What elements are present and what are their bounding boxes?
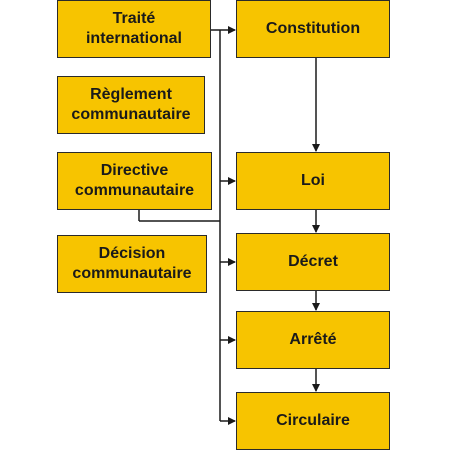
- box-constitution: Constitution: [236, 0, 390, 58]
- label-reglement-communautaire: Règlement communautaire: [71, 86, 191, 123]
- box-decret: Décret: [236, 233, 390, 291]
- box-reglement-communautaire: Règlement communautaire: [57, 76, 205, 134]
- label-traite-international: Traité international: [85, 10, 182, 47]
- label-directive-communautaire: Directive communautaire: [74, 162, 195, 199]
- label-decret: Décret: [288, 253, 338, 270]
- box-loi: Loi: [236, 152, 390, 210]
- label-circulaire: Circulaire: [276, 412, 350, 429]
- label-decision-communautaire: Décision communautaire: [72, 245, 192, 282]
- box-traite-international: Traité international: [57, 0, 211, 58]
- box-arrete: Arrêté: [236, 311, 390, 369]
- label-loi: Loi: [301, 172, 325, 189]
- box-decision-communautaire: Décision communautaire: [57, 235, 207, 293]
- label-arrete: Arrêté: [289, 331, 337, 348]
- label-constitution: Constitution: [265, 20, 361, 37]
- box-circulaire: Circulaire: [236, 392, 390, 450]
- box-directive-communautaire: Directive communautaire: [57, 152, 212, 210]
